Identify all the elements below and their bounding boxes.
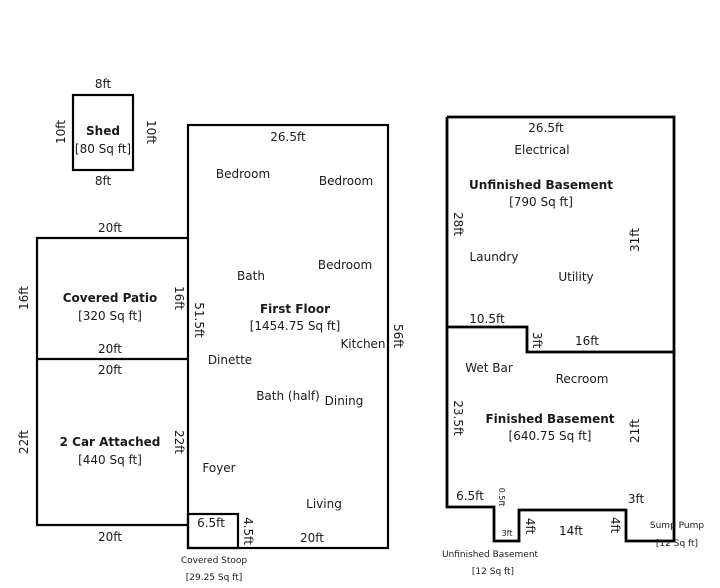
finished-basement-area: [640.75 Sq ft] <box>509 429 592 443</box>
first-floor-area: [1454.75 Sq ft] <box>250 319 341 333</box>
shed-outline <box>71 93 135 172</box>
basement-step-right-dim: 16ft <box>575 334 599 348</box>
garage-title: 2 Car Attached <box>60 435 161 449</box>
small-unfinished-area: [12 Sq ft] <box>472 567 514 577</box>
first-floor-right-dim: 56ft <box>391 324 405 348</box>
patio-bottom-dim: 20ft <box>98 342 122 356</box>
garage-top-dim: 20ft <box>98 363 122 377</box>
first-floor-outline <box>186 123 390 550</box>
stoop-title: Covered Stoop <box>181 556 248 566</box>
room-laundry: Laundry <box>470 250 519 264</box>
first-floor-left-dim: 51.5ft <box>192 302 206 338</box>
stoop-width-dim: 6.5ft <box>197 516 225 530</box>
finished-basement-notch-dim: 0.5ft <box>497 488 506 507</box>
finished-basement-title: Finished Basement <box>485 412 614 426</box>
patio-area: [320 Sq ft] <box>78 309 142 323</box>
small-unfinished-width-dim: 3ft <box>502 529 513 538</box>
shed-right-dim: 10ft <box>144 120 158 144</box>
unfinished-basement-left-dim: 28ft <box>451 212 465 236</box>
finished-basement-bottom-left-dim: 6.5ft <box>456 489 484 503</box>
bottom-span-height-dim: 4ft <box>608 517 622 534</box>
basement-divider <box>447 325 674 354</box>
stoop-area: [29.25 Sq ft] <box>186 573 242 583</box>
small-unfinished-height-dim: 4ft <box>523 518 537 535</box>
basement-step-width-dim: 10.5ft <box>469 312 505 326</box>
finished-basement-right-dim: 21ft <box>628 419 642 443</box>
garage-bottom-dim: 20ft <box>98 530 122 544</box>
finished-basement-left-dim: 23.5ft <box>451 400 465 436</box>
patio-right-dim: 16ft <box>172 286 186 310</box>
room-bath-half: Bath (half) <box>256 389 320 403</box>
patio-title: Covered Patio <box>63 291 158 305</box>
first-floor-title: First Floor <box>260 302 330 316</box>
garage-area: [440 Sq ft] <box>78 453 142 467</box>
stoop-height-dim: 4.5ft <box>241 517 255 545</box>
sump-area: [12 Sq ft] <box>656 539 698 549</box>
basement-outline <box>445 115 676 543</box>
room-foyer: Foyer <box>202 461 235 475</box>
unfinished-basement-area: [790 Sq ft] <box>509 195 573 209</box>
room-bedroom-3: Bedroom <box>318 258 372 272</box>
patio-top-dim: 20ft <box>98 221 122 235</box>
basement-step-height-dim: 3ft <box>530 332 544 349</box>
patio-left-dim: 16ft <box>17 286 31 310</box>
room-kitchen: Kitchen <box>340 337 385 351</box>
room-electrical: Electrical <box>514 143 569 157</box>
first-floor-bottom-dim: 20ft <box>300 531 324 545</box>
patio-outline <box>35 236 188 527</box>
room-utility: Utility <box>558 270 593 284</box>
bottom-span-width-dim: 14ft <box>559 524 583 538</box>
room-living: Living <box>306 497 342 511</box>
room-dining: Dining <box>325 394 364 408</box>
shed-left-dim: 10ft <box>54 120 68 144</box>
garage-right-dim: 22ft <box>172 430 186 454</box>
garage-left-dim: 22ft <box>17 430 31 454</box>
shed-bottom-dim: 8ft <box>95 174 112 188</box>
unfinished-basement-top-dim: 26.5ft <box>528 121 564 135</box>
first-floor-top-dim: 26.5ft <box>270 130 306 144</box>
stoop-outline <box>186 512 240 550</box>
room-dinette: Dinette <box>208 353 252 367</box>
shed-area: [80 Sq ft] <box>75 142 131 156</box>
shed-title: Shed <box>86 124 120 138</box>
unfinished-basement-right-dim: 31ft <box>628 228 642 252</box>
small-unfinished-title: Unfinished Basement <box>442 550 539 560</box>
room-recroom: Recroom <box>556 372 609 386</box>
finished-basement-bottom-right-dim: 3ft <box>628 492 645 506</box>
room-bedroom-2: Bedroom <box>319 174 373 188</box>
sump-title: Sump Pump <box>650 521 704 531</box>
shed-top-dim: 8ft <box>95 77 112 91</box>
room-bedroom-1: Bedroom <box>216 167 270 181</box>
unfinished-basement-title: Unfinished Basement <box>469 178 613 192</box>
room-wet-bar: Wet Bar <box>465 361 513 375</box>
room-bath: Bath <box>237 269 265 283</box>
